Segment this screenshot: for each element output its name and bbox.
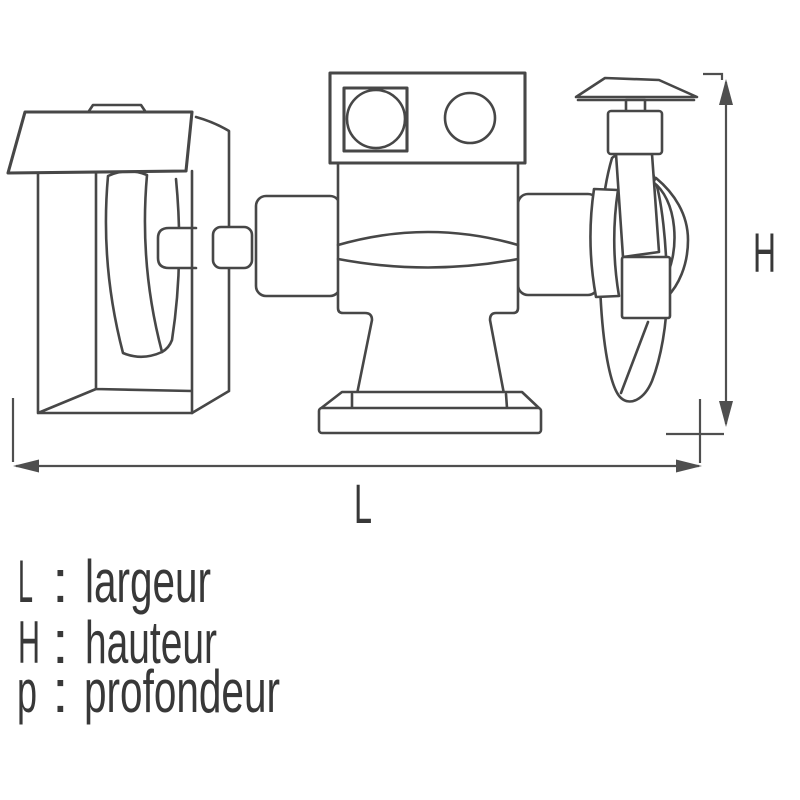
right-wheel-assembly xyxy=(516,76,699,403)
legend: L : largeur H : hauteur p : profondeur xyxy=(17,548,280,725)
shield-support-arm xyxy=(614,152,661,259)
spindle-stub xyxy=(211,225,254,270)
legend-row-largeur: L : largeur xyxy=(18,548,211,615)
switch-button-right xyxy=(443,91,497,145)
legend-separator: : xyxy=(52,548,69,615)
base-plate xyxy=(317,406,543,435)
guard-box-frame xyxy=(36,169,194,415)
legend-separator: : xyxy=(52,609,69,676)
tool-rest xyxy=(620,255,672,320)
guard-roof-canopy xyxy=(6,110,194,175)
left-wheel-guard xyxy=(6,103,342,415)
arrowhead-up xyxy=(719,79,733,105)
eye-shield xyxy=(574,76,699,99)
legend-symbol: H xyxy=(18,609,40,676)
arrowhead-left xyxy=(13,459,39,473)
legend-symbol: p xyxy=(17,658,37,725)
grinding-wheel-left-face xyxy=(104,169,164,359)
motor-band xyxy=(336,230,520,269)
grinding-wheel-left-back-rim xyxy=(160,177,181,354)
legend-term: largeur xyxy=(85,548,211,615)
guard-top-tab xyxy=(85,103,149,116)
guard-box-depth-edges xyxy=(190,115,231,415)
shaft-end-flange xyxy=(589,187,621,299)
length-label: L xyxy=(354,472,372,535)
height-extension-bracket-top xyxy=(703,72,724,80)
arrowhead-down xyxy=(719,401,733,427)
legend-symbol: L xyxy=(18,548,33,615)
switch-button-left xyxy=(345,88,407,150)
legend-separator: : xyxy=(52,658,69,725)
motor-body-and-pedestal xyxy=(336,160,520,396)
left-shaft-housing xyxy=(254,194,342,298)
switch-panel-square xyxy=(342,86,409,153)
height-dimension: H xyxy=(703,72,776,427)
right-shaft-housing xyxy=(516,192,600,297)
wheel-hub xyxy=(156,226,198,270)
height-label: H xyxy=(753,221,776,284)
motor-housing xyxy=(317,71,543,435)
legend-term: hauteur xyxy=(85,609,217,676)
legend-row-profondeur: p : profondeur xyxy=(17,658,280,725)
arrowhead-right xyxy=(676,459,702,473)
legend-row-hauteur: H : hauteur xyxy=(18,609,217,676)
eye-shield-bracket xyxy=(606,109,664,156)
pedestal-foot-edges xyxy=(350,392,509,410)
wheel-hatch-line xyxy=(619,320,650,395)
legend-term: profondeur xyxy=(84,658,280,725)
length-dimension: L xyxy=(11,398,724,535)
